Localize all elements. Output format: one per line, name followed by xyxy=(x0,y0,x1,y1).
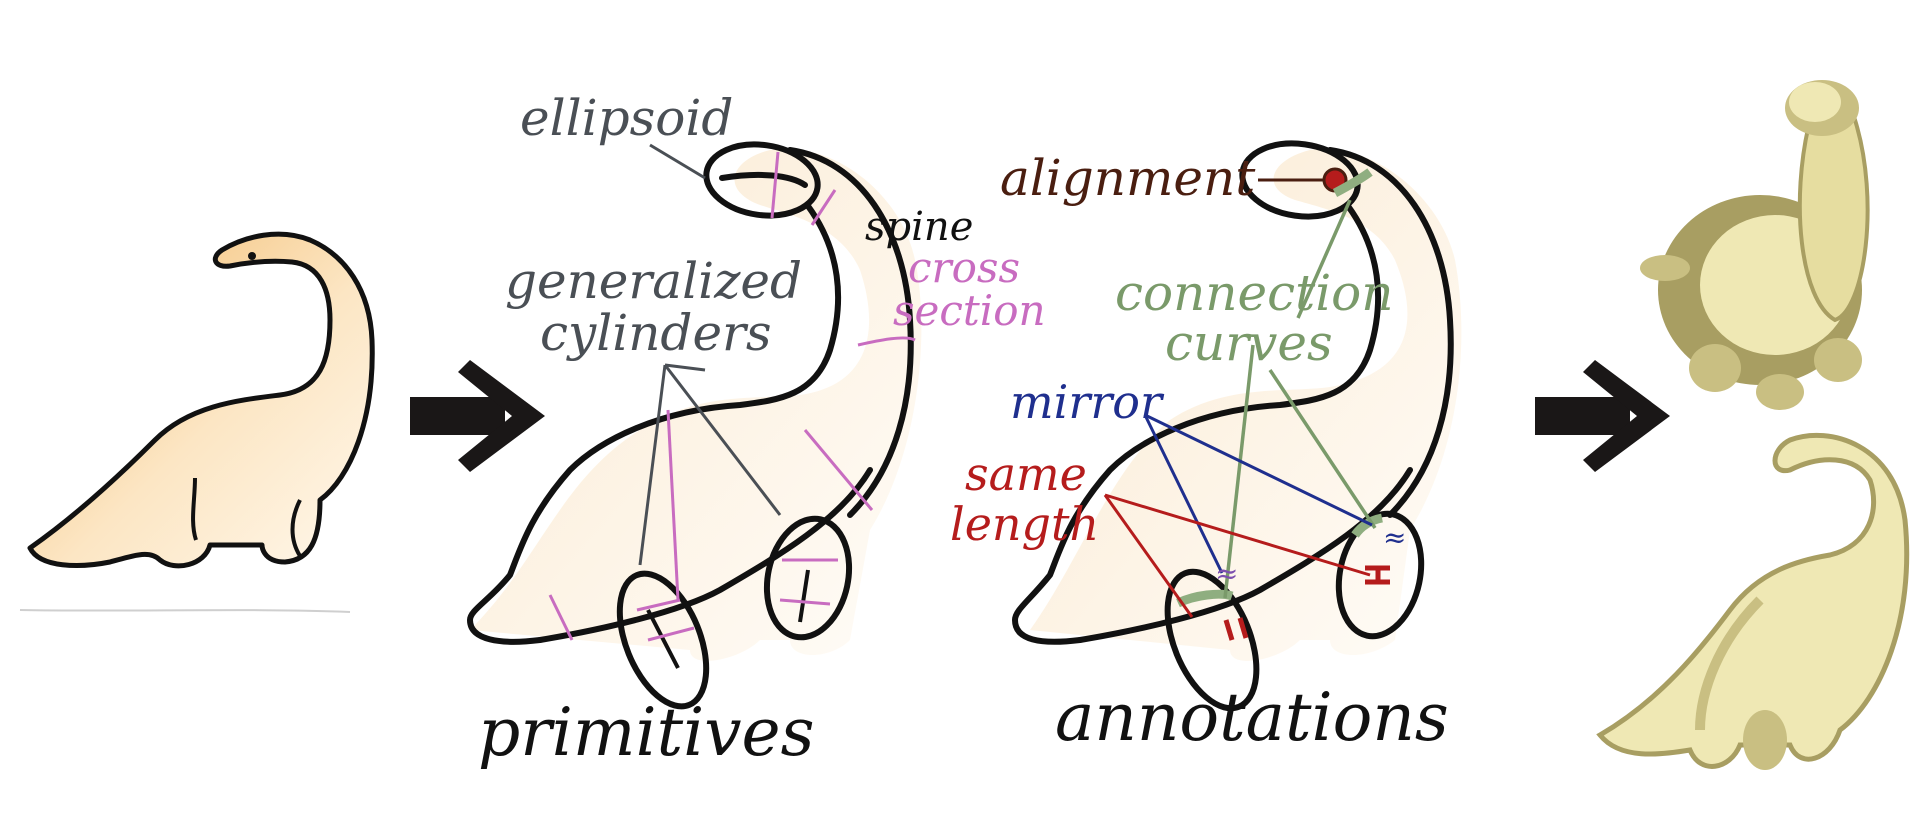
right-arrow-icon xyxy=(1535,360,1670,472)
sketch-eye xyxy=(248,252,256,260)
model-side-view xyxy=(1596,432,1910,770)
label-alignment: alignment xyxy=(1000,149,1256,207)
annot-leg-back xyxy=(1164,568,1260,712)
right-arrow-icon xyxy=(410,360,545,472)
primitives-panel xyxy=(467,141,922,710)
ellipsoid-head xyxy=(703,141,821,219)
label-spine: spine xyxy=(865,204,973,250)
label-cross-1: cross xyxy=(908,243,1020,292)
caption-annotations: annotations xyxy=(1055,679,1449,756)
label-ellipsoid: ellipsoid xyxy=(520,89,733,147)
annot-head xyxy=(1239,140,1361,220)
label-connection: connection xyxy=(1115,264,1394,322)
label-length: length xyxy=(950,497,1099,551)
input-sketch xyxy=(19,231,375,613)
mirror-mark-back: ≈ xyxy=(1215,557,1238,590)
label-same: same xyxy=(965,447,1087,501)
label-mirror: mirror xyxy=(1010,375,1165,429)
label-cylinders: cylinders xyxy=(540,304,772,362)
label-generalized: generalized xyxy=(505,252,802,310)
label-cross-2: section xyxy=(893,286,1046,335)
label-curves: curves xyxy=(1165,314,1333,372)
leg-back xyxy=(616,570,710,710)
mirror-mark-front: ≈ xyxy=(1383,521,1406,554)
model-front-view xyxy=(1640,80,1870,410)
caption-primitives: primitives xyxy=(478,694,814,771)
leg-front xyxy=(763,515,853,641)
annotations-panel: ≈ ≈ xyxy=(1012,140,1462,712)
